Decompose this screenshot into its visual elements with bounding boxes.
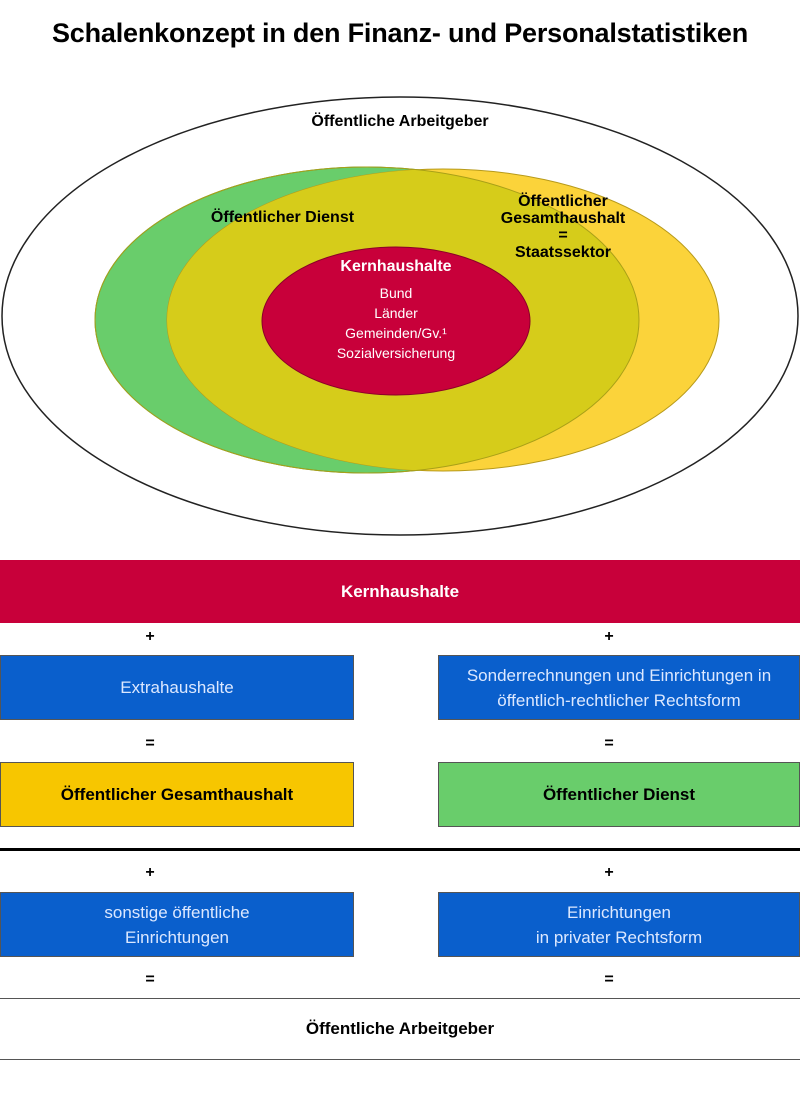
special-accounts-box: Sonderrechnungen und Einrichtungen in öf… [438,655,800,720]
outer-label: Öffentliche Arbeitgeber [311,113,489,130]
public-service-box: Öffentlicher Dienst [438,762,800,827]
core-budgets-bar: Kernhaushalte [0,560,800,623]
core-item: Sozialversicherung [336,345,456,361]
yellow-label-line: Staatssektor [514,244,612,261]
other-institutions-line: Einrichtungen [125,927,229,947]
core-item: Länder [374,305,418,321]
red-ellipse-core-budgets [261,246,531,396]
equals-sign: = [604,735,614,752]
yellow-label-line: = [558,227,568,244]
yellow-label-line: Öffentlicher [518,193,608,210]
private-institutions-line: in privater Rechtsform [535,927,703,947]
core-item: Bund [379,285,413,301]
public-employers-footer: Öffentliche Arbeitgeber [0,998,800,1060]
plus-sign: + [145,864,155,881]
equals-sign: = [145,735,155,752]
core-item: Gemeinden/Gv.¹ [345,325,447,341]
private-institutions-box: Einrichtungen in privater Rechtsform [438,892,800,957]
core-items: Bund Länder Gemeinden/Gv.¹ Sozialversich… [296,283,496,363]
separator-line [0,848,800,851]
equals-sign: = [145,971,155,988]
core-title: Kernhaushalte [340,258,452,275]
plus-sign: + [604,864,614,881]
general-government-box: Öffentlicher Gesamthaushalt [0,762,354,827]
green-label: Öffentlicher Dienst [210,209,355,226]
extra-budgets-box: Extrahaushalte [0,655,354,720]
yellow-label: Öffentlicher Gesamthaushalt = Staatssekt… [443,193,683,261]
other-institutions-line: sonstige öffentliche [104,902,250,922]
equals-sign: = [604,971,614,988]
other-institutions-box: sonstige öffentliche Einrichtungen [0,892,354,957]
private-institutions-line: Einrichtungen [567,902,671,922]
shell-diagram [1,96,799,536]
page-title: Schalenkonzept in den Finanz- und Person… [51,18,748,48]
yellow-label-line: Gesamthaushalt [500,210,626,227]
plus-sign: + [145,628,155,645]
plus-sign: + [604,628,614,645]
special-accounts-line: Sonderrechnungen und Einrichtungen in [466,665,772,685]
special-accounts-line: öffentlich-rechtlicher Rechtsform [497,690,741,710]
